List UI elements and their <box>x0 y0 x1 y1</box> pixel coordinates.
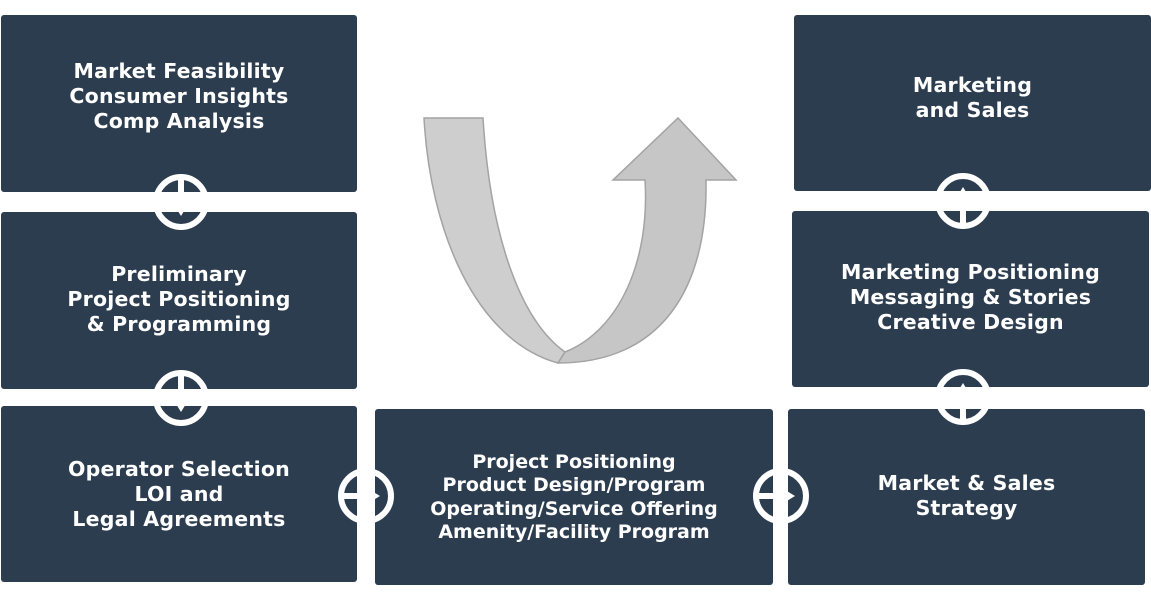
arrow-up-circle-icon <box>935 173 991 229</box>
arrow-down-circle-icon <box>153 370 209 426</box>
box-line: Operating/Service Offering <box>430 497 718 520</box>
box-marketing-positioning: Marketing Positioning Messaging & Storie… <box>792 211 1149 387</box>
box-line: and Sales <box>915 97 1030 122</box>
box-line: Amenity/Facility Program <box>438 520 710 543</box>
box-line: Messaging & Stories <box>849 284 1092 309</box>
arrow-right-circle-icon <box>753 468 809 524</box>
box-line: Consumer Insights <box>69 84 289 108</box>
arrow-up-circle-icon <box>935 369 991 425</box>
box-project-positioning-text: Project Positioning Product Design/Progr… <box>430 451 718 544</box>
box-line: Creative Design <box>877 309 1064 334</box>
box-operator-selection: Operator Selection LOI and Legal Agreeme… <box>1 406 357 582</box>
box-line: Strategy <box>915 495 1018 520</box>
box-line: Legal Agreements <box>72 507 286 531</box>
box-preliminary-positioning: Preliminary Project Positioning & Progra… <box>1 212 357 389</box>
box-line: Market & Sales <box>877 470 1056 495</box>
box-market-sales-strategy-text: Market & Sales Strategy <box>878 471 1056 521</box>
arrow-right-circle-icon <box>338 468 394 524</box>
box-marketing-and-sales: Marketing and Sales <box>794 15 1151 191</box>
box-line: Comp Analysis <box>93 109 265 133</box>
box-line: Project Positioning <box>472 451 676 474</box>
box-preliminary-positioning-text: Preliminary Project Positioning & Progra… <box>67 262 290 337</box>
arrow-down-circle-icon <box>153 174 209 230</box>
box-line: Marketing <box>912 72 1033 97</box>
box-market-feasibility-text: Market Feasibility Consumer Insights Com… <box>69 59 288 134</box>
box-marketing-positioning-text: Marketing Positioning Messaging & Storie… <box>841 260 1100 335</box>
box-market-feasibility: Market Feasibility Consumer Insights Com… <box>1 15 357 192</box>
box-line: LOI and <box>134 482 224 506</box>
box-line: Market Feasibility <box>73 59 285 83</box>
box-line: Operator Selection <box>68 457 290 481</box>
box-marketing-and-sales-text: Marketing and Sales <box>913 73 1032 123</box>
box-line: Product Design/Program <box>442 474 706 497</box>
box-market-sales-strategy: Market & Sales Strategy <box>788 409 1145 585</box>
box-project-positioning: Project Positioning Product Design/Progr… <box>375 409 773 585</box>
box-line: & Programming <box>86 312 272 336</box>
box-operator-selection-text: Operator Selection LOI and Legal Agreeme… <box>68 457 290 532</box>
box-line: Marketing Positioning <box>841 259 1100 284</box>
box-line: Project Positioning <box>67 287 291 311</box>
box-line: Preliminary <box>111 262 247 286</box>
